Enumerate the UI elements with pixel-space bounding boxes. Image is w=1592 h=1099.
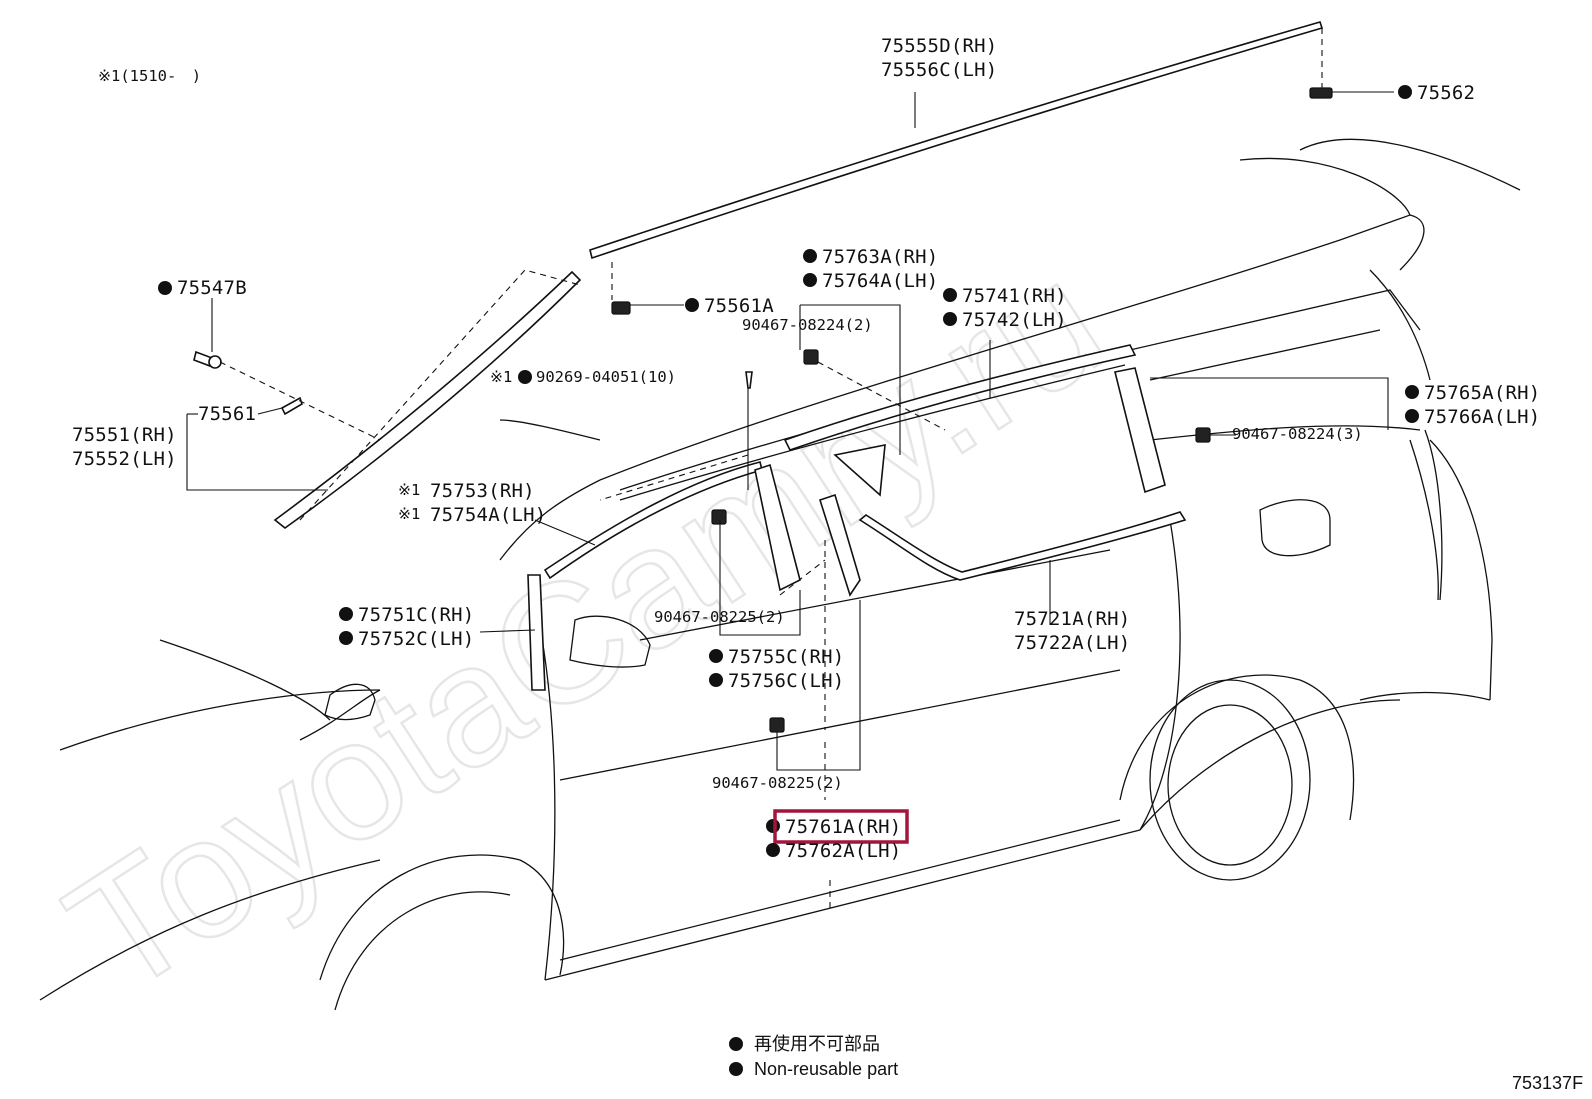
- non-reusable-dot: [943, 288, 957, 302]
- label-75766A: 75766A(LH): [1424, 406, 1540, 428]
- label-75764A: 75764A(LH): [822, 270, 938, 292]
- watermark-text: ToyotaCamry.ru: [37, 225, 1136, 1031]
- note-mark-75754: ※1: [398, 505, 420, 523]
- diagram-id: 753137F: [1512, 1073, 1583, 1093]
- label-75761A: 75761A(RH): [785, 816, 901, 838]
- label-75752C: 75752C(LH): [358, 628, 474, 650]
- non-reusable-dot: [685, 298, 699, 312]
- non-reusable-dot: [1398, 85, 1412, 99]
- non-reusable-dot: [339, 607, 353, 621]
- label-75722A: 75722A(LH): [1014, 632, 1130, 654]
- label-75547B: 75547B: [177, 277, 247, 299]
- label-75765A: 75765A(RH): [1424, 382, 1540, 404]
- note-mark-90269: ※1: [490, 368, 512, 386]
- parts-geometry: [193, 21, 1333, 733]
- non-reusable-dot: [1405, 409, 1419, 423]
- label-75763A: 75763A(RH): [822, 246, 938, 268]
- label-75561: 75561: [198, 403, 256, 425]
- label-75721A: 75721A(RH): [1014, 608, 1130, 630]
- label-90467-08225-a: 90467-08225(2): [654, 608, 785, 626]
- date-note: ※1(1510- ): [98, 67, 201, 85]
- non-reusable-dot: [943, 312, 957, 326]
- label-90269-04051: 90269-04051(10): [536, 368, 676, 386]
- non-reusable-dot: [1405, 385, 1419, 399]
- label-90467-08224-a: 90467-08224(2): [742, 316, 873, 334]
- non-reusable-dot: [803, 249, 817, 263]
- non-reusable-dot: [766, 843, 780, 857]
- non-reusable-dot: [803, 273, 817, 287]
- legend-dot: [729, 1037, 743, 1051]
- note-mark-75753: ※1: [398, 481, 420, 499]
- label-75562: 75562: [1417, 82, 1475, 104]
- non-reusable-dot: [709, 673, 723, 687]
- label-75551: 75551(RH): [72, 424, 177, 446]
- label-75756C: 75756C(LH): [728, 670, 844, 692]
- label-90467-08225-b: 90467-08225(2): [712, 774, 843, 792]
- label-75561A: 75561A: [704, 295, 774, 317]
- label-75754A: 75754A(LH): [430, 504, 546, 526]
- label-75753: 75753(RH): [430, 480, 535, 502]
- non-reusable-dot: [339, 631, 353, 645]
- label-75755C: 75755C(RH): [728, 646, 844, 668]
- non-reusable-dot: [766, 819, 780, 833]
- label-90467-08224-b: 90467-08224(3): [1232, 425, 1363, 443]
- label-75742: 75742(LH): [962, 309, 1067, 331]
- legend-dot: [729, 1062, 743, 1076]
- label-75555D: 75555D(RH): [881, 35, 997, 57]
- non-reusable-dot: [518, 370, 532, 384]
- label-75741: 75741(RH): [962, 285, 1067, 307]
- label-75552: 75552(LH): [72, 448, 177, 470]
- non-reusable-dot: [158, 281, 172, 295]
- label-75762A: 75762A(LH): [785, 840, 901, 862]
- legend-text-en: Non-reusable part: [754, 1059, 898, 1079]
- leader-lines: [186, 28, 1394, 910]
- highlight-box-75761A: [773, 809, 909, 844]
- label-75556C: 75556C(LH): [881, 59, 997, 81]
- legend: 再使用不可部品 Non-reusable part: [729, 1034, 898, 1079]
- non-reusable-dot: [709, 649, 723, 663]
- label-75751C: 75751C(RH): [358, 604, 474, 626]
- legend-text-jp: 再使用不可部品: [754, 1034, 880, 1054]
